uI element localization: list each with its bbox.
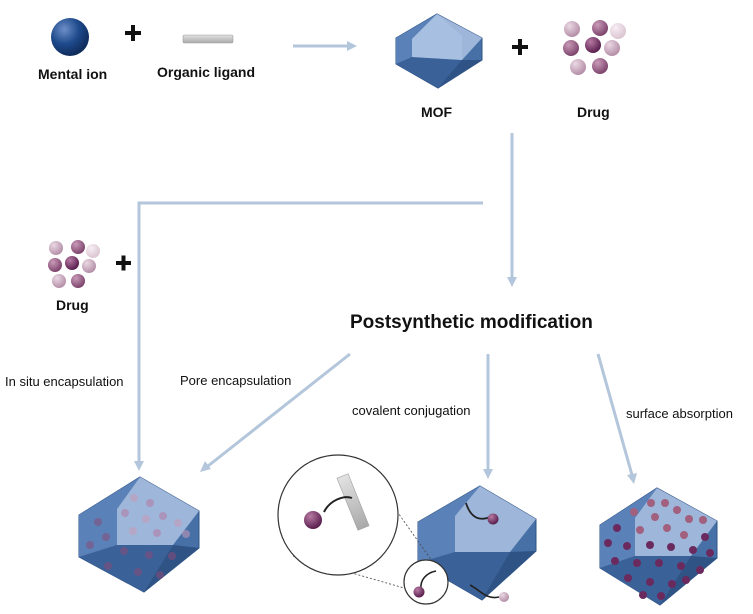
in-situ-encapsulation-label: In situ encapsulation [5, 374, 124, 389]
plus-sign-2 [512, 39, 528, 55]
arrow-in-situ [134, 201, 483, 471]
mof-icon [395, 13, 483, 89]
metal-ion-label: Mental ion [38, 66, 108, 82]
drug-label-top: Drug [577, 104, 610, 120]
plus-sign-3 [116, 255, 131, 271]
mof-surface-absorbed [599, 487, 718, 606]
metal-ion-icon [51, 18, 89, 56]
zoom-lens-icon [277, 454, 449, 605]
mof-covalent-conjugated [417, 485, 537, 602]
plus-sign-1 [125, 25, 141, 41]
pore-encapsulation-label: Pore encapsulation [180, 373, 292, 388]
drug-icon-top [563, 20, 626, 75]
organic-ligand-icon [182, 34, 234, 44]
postsynthetic-modification-title: Postsynthetic modification [350, 312, 593, 333]
organic-ligand-label: Organic ligand [157, 64, 256, 80]
surface-absorption-label: surface absorption [626, 406, 733, 421]
arrow-to-postsynthetic [507, 133, 517, 287]
arrow-surface [596, 353, 637, 484]
arrow-pore [200, 352, 351, 472]
mof-label: MOF [421, 104, 453, 120]
arrow-covalent [483, 354, 493, 479]
synthesis-arrow [293, 41, 357, 51]
mof-pore-encapsulated [78, 476, 200, 593]
covalent-conjugation-label: covalent conjugation [352, 403, 471, 418]
drug-icon-left [48, 240, 100, 288]
drug-label-left: Drug [56, 297, 89, 313]
